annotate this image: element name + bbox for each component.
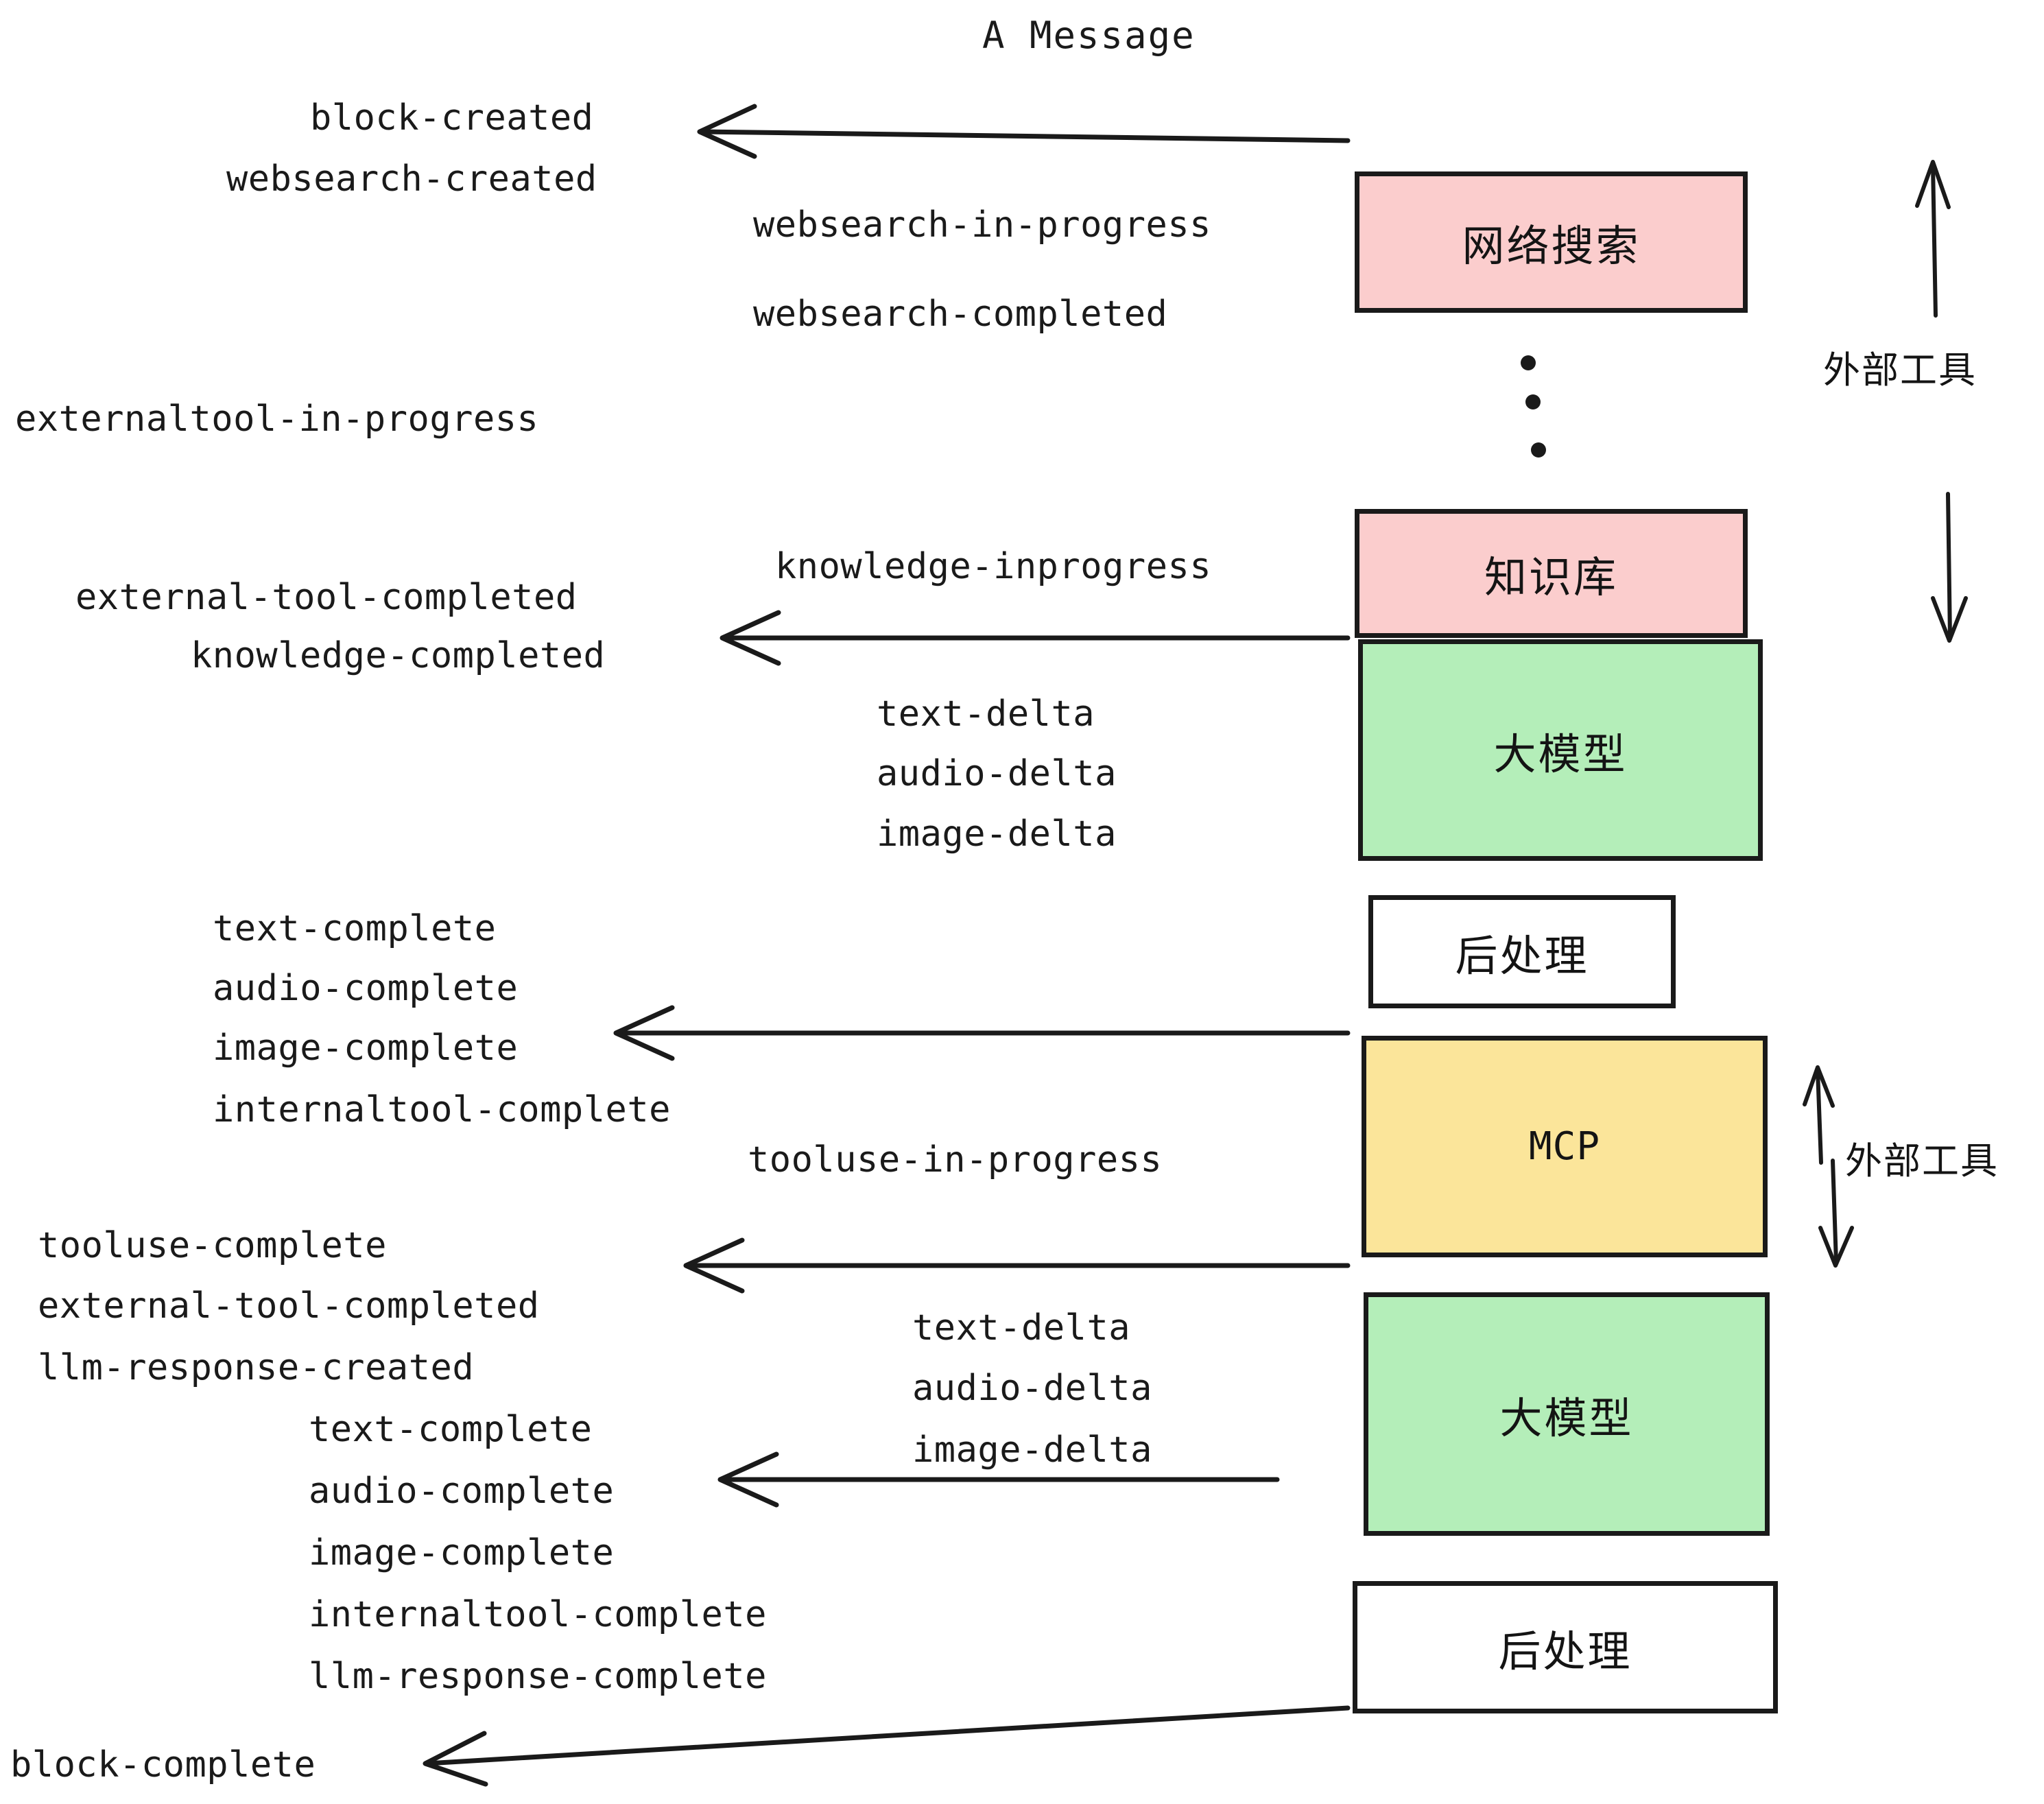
event-external-tool-completed-1: external-tool-completed [75, 577, 578, 618]
event-audio-complete-1: audio-complete [213, 968, 519, 1009]
event-text-delta-1: text-delta [877, 693, 1095, 735]
event-tooluse-complete: tooluse-complete [38, 1225, 387, 1266]
annotation-external-tool-bottom: 外部工具 [1845, 1139, 1999, 1183]
node-websearch[interactable]: 网络搜索 [1355, 171, 1748, 313]
event-websearch-completed: websearch-completed [753, 294, 1168, 335]
event-external-tool-completed-2: external-tool-completed [38, 1285, 540, 1327]
node-knowledge[interactable]: 知识库 [1355, 509, 1748, 638]
event-image-complete-1: image-complete [213, 1028, 519, 1069]
event-websearch-created: websearch-created [226, 158, 597, 200]
event-internaltool-complete-2: internaltool-complete [309, 1594, 767, 1635]
event-image-delta-2: image-delta [912, 1429, 1152, 1471]
event-image-complete-2: image-complete [309, 1532, 615, 1574]
event-image-delta-1: image-delta [877, 814, 1117, 855]
arrow-llm1-to-image-complete [613, 1005, 1351, 1061]
node-postprocess-2[interactable]: 后处理 [1353, 1581, 1778, 1713]
event-text-complete-1: text-complete [213, 908, 497, 949]
event-audio-delta-1: audio-delta [877, 753, 1117, 794]
node-llm-1[interactable]: 大模型 [1358, 639, 1763, 861]
event-text-complete-2: text-complete [309, 1409, 593, 1450]
event-knowledge-completed: knowledge-completed [191, 635, 606, 676]
event-text-delta-2: text-delta [912, 1307, 1131, 1349]
ellipsis-dot-1 [1521, 355, 1536, 370]
event-llm-response-created: llm-response-created [38, 1347, 475, 1388]
page-title: A Message [982, 14, 1196, 57]
event-llm-response-complete: llm-response-complete [309, 1656, 767, 1697]
event-tooluse-in-progress: tooluse-in-progress [748, 1139, 1163, 1180]
event-knowledge-inprogress: knowledge-inprogress [775, 546, 1212, 587]
event-websearch-in-progress: websearch-in-progress [753, 204, 1211, 246]
node-postprocess-1[interactable]: 后处理 [1368, 895, 1676, 1008]
event-internaltool-complete-1: internaltool-complete [213, 1089, 671, 1130]
event-audio-delta-2: audio-delta [912, 1368, 1152, 1409]
event-audio-complete-2: audio-complete [309, 1471, 615, 1512]
ellipsis-dot-3 [1531, 442, 1546, 458]
arrow-knowledge-to-completed [720, 610, 1351, 666]
event-block-complete: block-complete [10, 1744, 316, 1785]
annotation-external-tool-top: 外部工具 [1823, 348, 1977, 392]
arrow-websearch-to-block-created [697, 104, 1351, 159]
ellipsis-dot-2 [1525, 394, 1541, 410]
arrow-postprocess2-to-block-complete [423, 1705, 1351, 1787]
event-externaltool-in-progress: externaltool-in-progress [15, 399, 539, 440]
node-llm-2[interactable]: 大模型 [1364, 1292, 1770, 1536]
event-block-created: block-created [310, 97, 594, 139]
node-mcp[interactable]: MCP [1362, 1036, 1768, 1257]
external-tool-range-arrow-top [1915, 160, 1968, 643]
arrow-mcp-to-tooluse-complete [683, 1237, 1351, 1294]
